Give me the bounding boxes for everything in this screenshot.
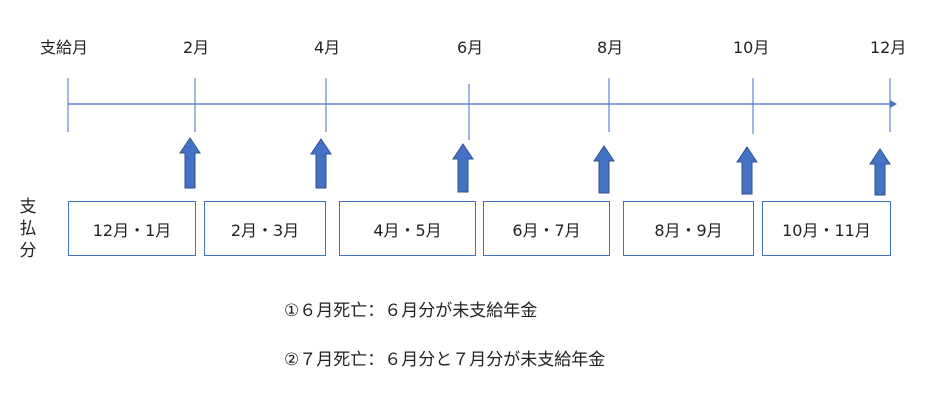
period-box: 10月・11月 bbox=[762, 201, 891, 256]
month-label-8: 8月 bbox=[597, 38, 624, 57]
payment-arrow-2 bbox=[310, 138, 332, 189]
payment-arrow-4 bbox=[593, 145, 615, 194]
month-label-6: 6月 bbox=[457, 38, 484, 57]
payment-label-char: 払 bbox=[19, 219, 37, 239]
period-box: 4月・5月 bbox=[339, 201, 476, 256]
payment-arrow-1 bbox=[179, 137, 201, 189]
month-label-12: 12月 bbox=[870, 38, 907, 57]
period-box: 2月・3月 bbox=[204, 201, 326, 256]
timeline-start-label: 支給月 bbox=[40, 38, 89, 57]
period-box: 8月・9月 bbox=[623, 201, 754, 256]
note-june-death: ①６月死亡：６月分が未支給年金 bbox=[284, 301, 538, 321]
payment-arrow-3 bbox=[452, 143, 474, 193]
period-box: 6月・7月 bbox=[483, 201, 610, 256]
period-box: 12月・1月 bbox=[68, 201, 196, 256]
month-label-2: 2月 bbox=[183, 38, 210, 57]
month-label-4: 4月 bbox=[314, 38, 341, 57]
payment-vertical-label: 支 払 分 bbox=[16, 196, 40, 262]
payment-arrow-6 bbox=[869, 148, 891, 196]
payment-label-char: 分 bbox=[19, 241, 37, 261]
payment-label-char: 支 bbox=[19, 197, 37, 217]
note-july-death: ②７月死亡：６月分と７月分が未支給年金 bbox=[284, 350, 606, 370]
timeline-arrowhead bbox=[890, 100, 897, 108]
month-label-10: 10月 bbox=[733, 38, 770, 57]
payment-arrow-5 bbox=[736, 146, 758, 195]
